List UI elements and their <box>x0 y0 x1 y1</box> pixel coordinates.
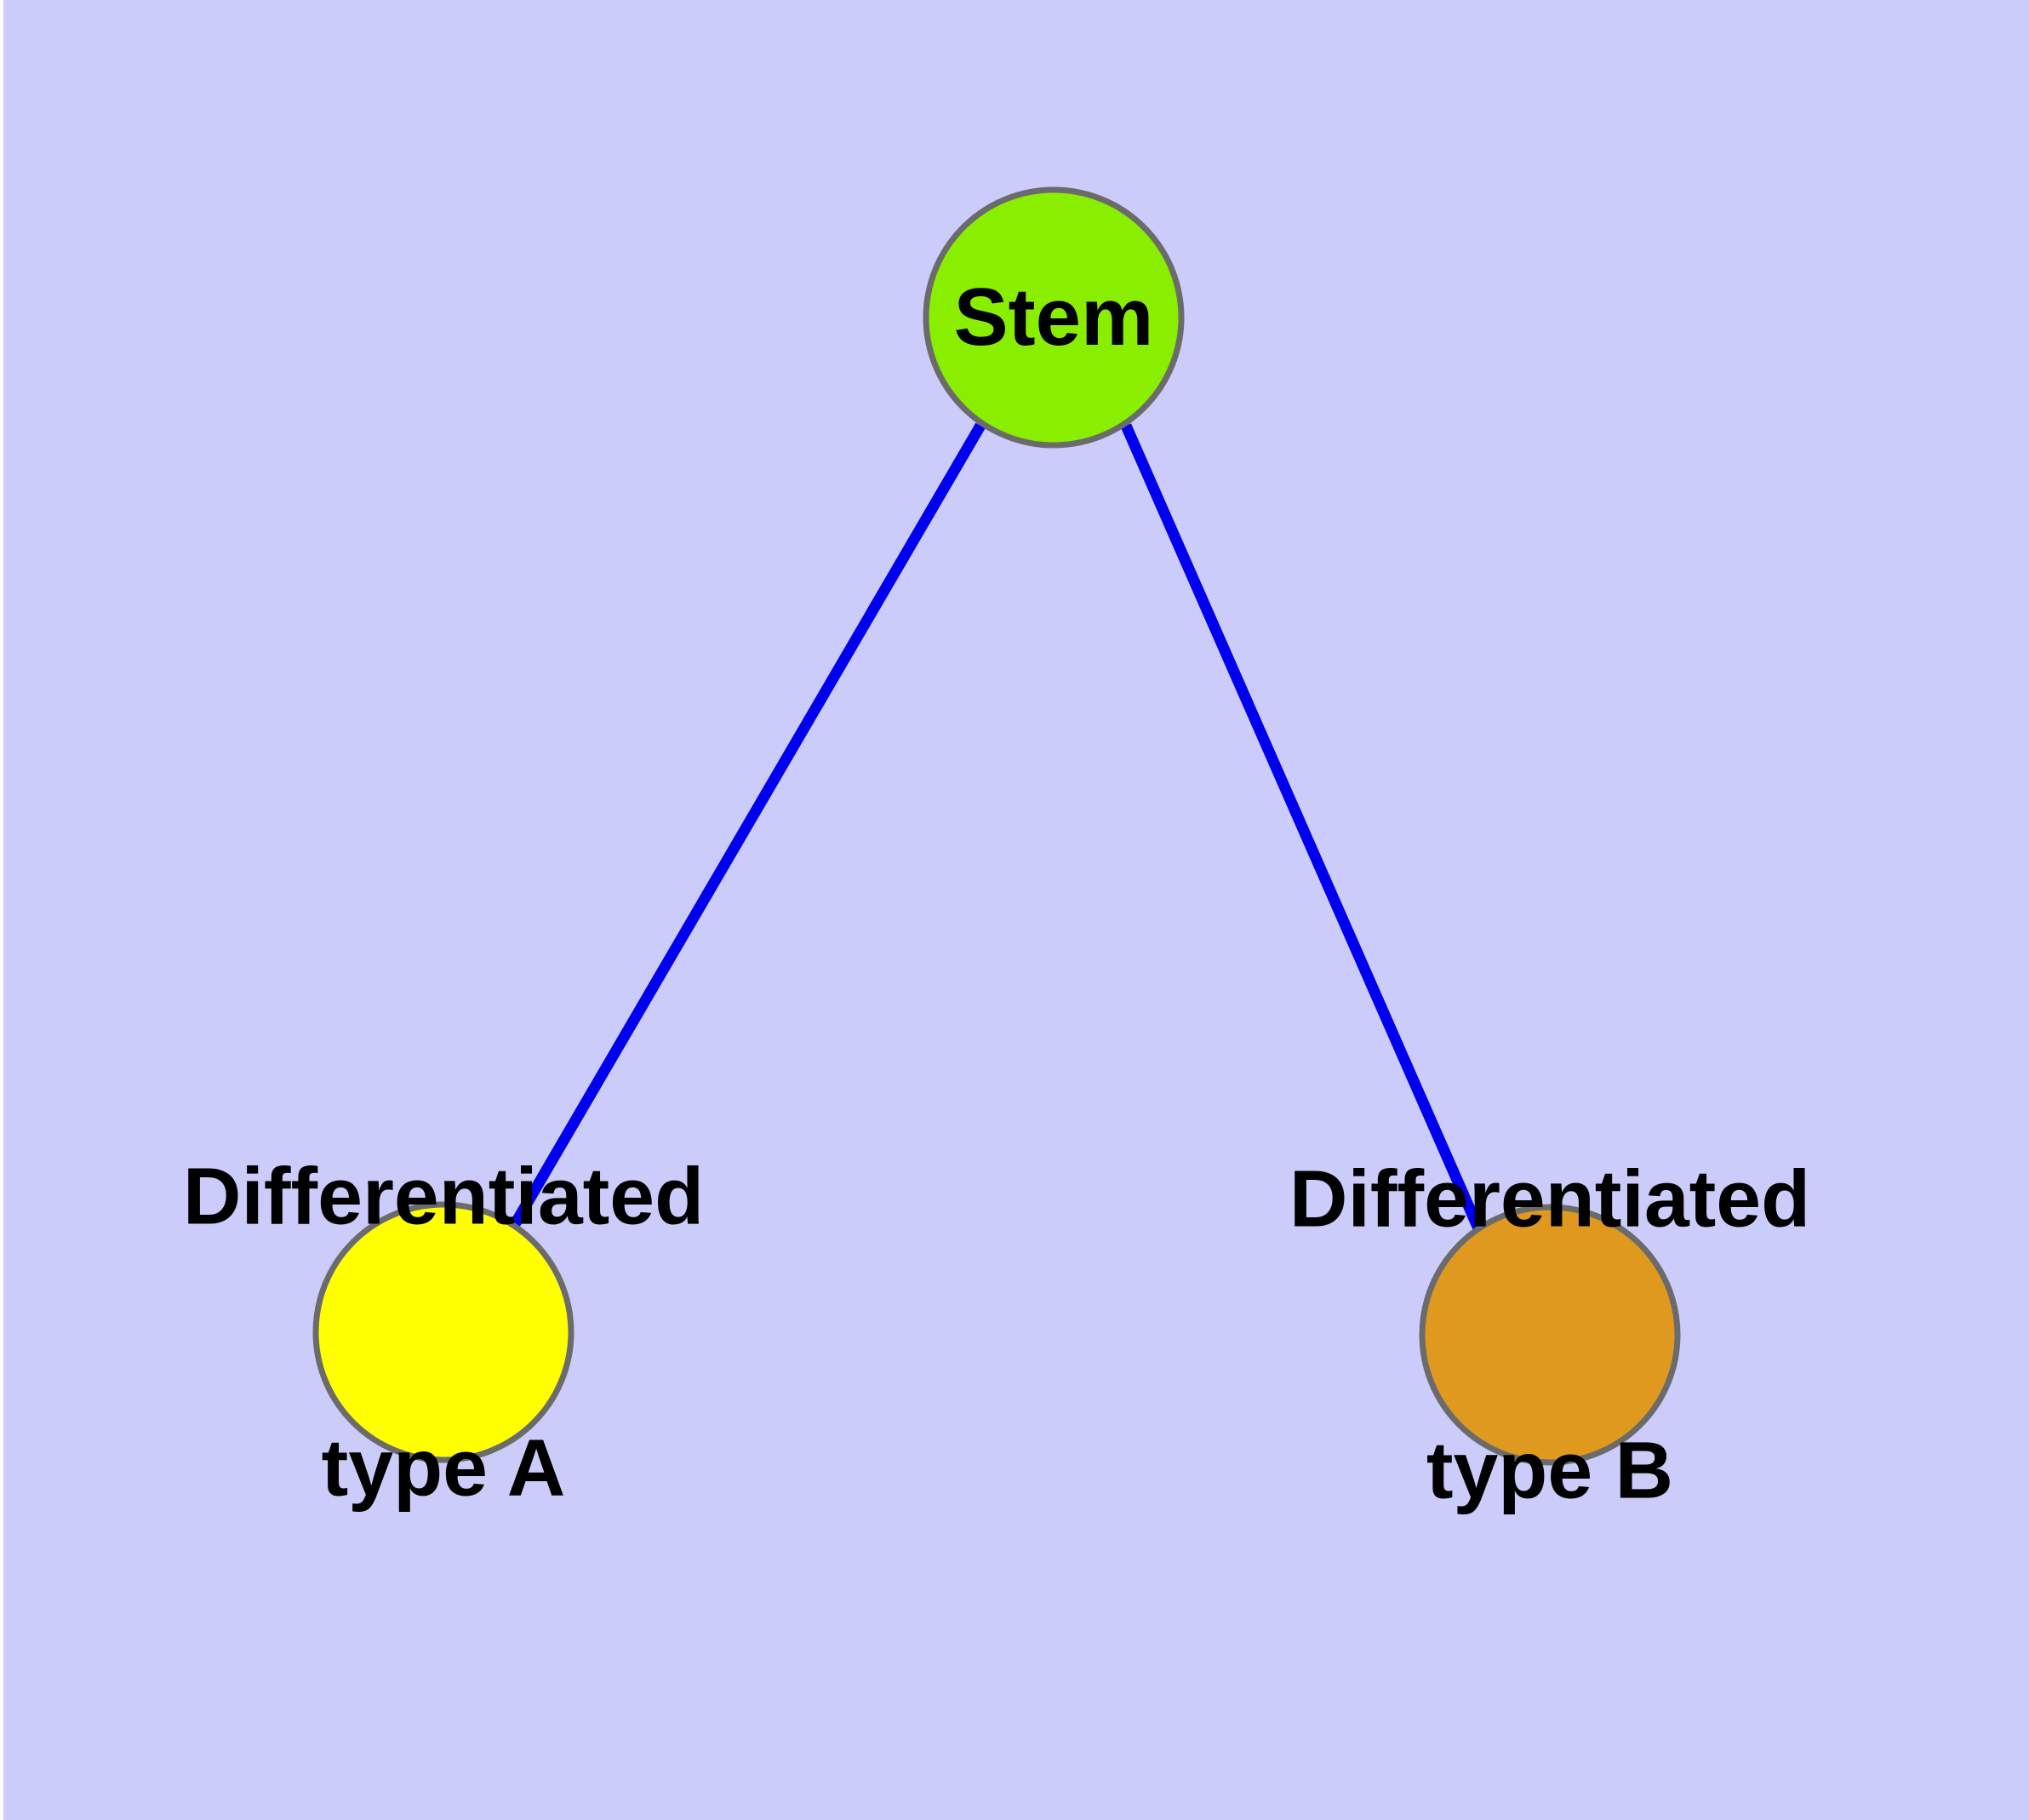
canvas-left-margin <box>0 0 3 1820</box>
node-differentiated-type-a[interactable] <box>312 1201 574 1463</box>
node-differentiated-type-b[interactable] <box>1419 1204 1681 1466</box>
edge-layer <box>510 422 1483 1231</box>
edge-stem-to-differentiated-type-b <box>1121 423 1483 1231</box>
node-layer <box>312 186 1681 1466</box>
node-stem[interactable] <box>923 186 1185 449</box>
edge-stem-to-differentiated-type-a <box>510 422 986 1228</box>
